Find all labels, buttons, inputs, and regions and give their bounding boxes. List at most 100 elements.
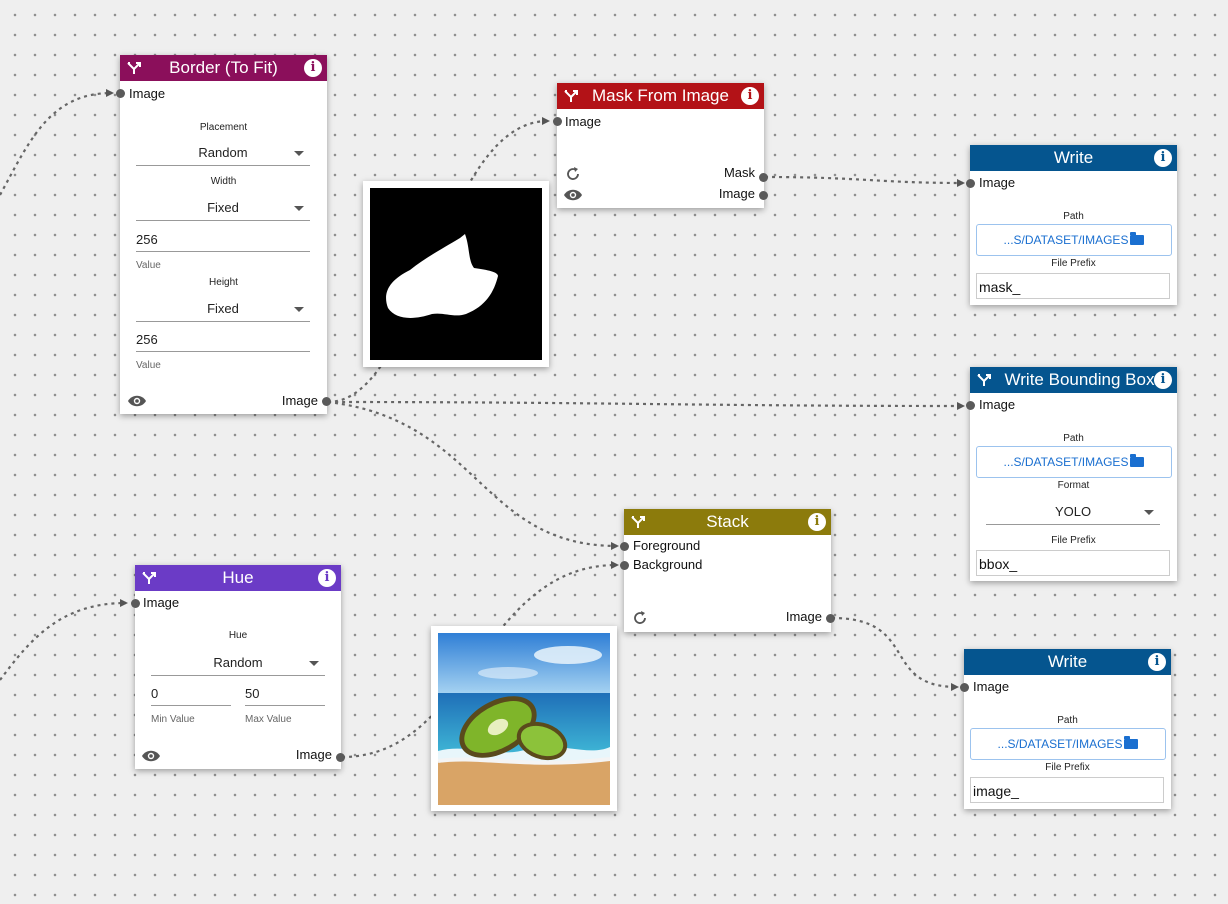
hue-mode-value: Random	[213, 655, 263, 670]
output-port-image[interactable]	[759, 191, 768, 200]
node-header[interactable]: Stack i	[624, 509, 831, 535]
input-port[interactable]	[116, 89, 125, 98]
file-prefix-input[interactable]: mask_	[976, 273, 1170, 299]
node-header[interactable]: Write Bounding Box i	[970, 367, 1177, 393]
input-port[interactable]	[966, 401, 975, 410]
input-port[interactable]	[960, 683, 969, 692]
info-icon[interactable]: i	[304, 59, 322, 77]
node-title: Write Bounding Box	[1004, 370, 1155, 389]
file-prefix-input[interactable]: image_	[970, 777, 1164, 803]
format-value: YOLO	[1054, 504, 1092, 519]
chevron-down-icon	[309, 661, 319, 666]
input-port[interactable]	[966, 179, 975, 188]
input-port[interactable]	[553, 117, 562, 126]
info-icon[interactable]: i	[1154, 149, 1172, 167]
min-value-label: Min Value	[151, 714, 195, 725]
info-icon[interactable]: i	[808, 513, 826, 531]
output-port[interactable]	[322, 397, 331, 406]
wire-stack-to-write	[831, 616, 959, 691]
output-port-mask[interactable]	[759, 173, 768, 182]
folder-icon	[1130, 232, 1145, 245]
path-picker[interactable]: ...S/DATASET/IMAGES	[976, 446, 1172, 478]
path-picker[interactable]: ...S/DATASET/IMAGES	[976, 224, 1172, 256]
input-port-label: Image	[979, 175, 1016, 190]
input-port-background[interactable]	[620, 561, 629, 570]
node-border-to-fit[interactable]: Border (To Fit) i Image Placement Random…	[116, 55, 331, 414]
chevron-down-icon	[1144, 510, 1154, 515]
info-icon[interactable]: i	[1154, 371, 1172, 389]
path-value: ...S/DATASET/IMAGES	[997, 737, 1123, 751]
path-value: ...S/DATASET/IMAGES	[1003, 455, 1129, 469]
path-label: Path	[1063, 211, 1084, 222]
chevron-down-icon	[294, 151, 304, 156]
height-mode-value: Fixed	[207, 301, 239, 316]
file-prefix-input[interactable]: bbox_	[976, 550, 1170, 576]
input-port-label: Image	[979, 397, 1016, 412]
width-mode-select[interactable]: Fixed	[136, 196, 310, 221]
output-port[interactable]	[336, 753, 345, 762]
folder-icon	[1130, 454, 1145, 467]
folder-icon	[1124, 736, 1139, 749]
node-write-image[interactable]: Write i Image Path ...S/DATASET/IMAGES F…	[960, 649, 1171, 809]
width-value-label: Value	[136, 260, 161, 271]
info-icon[interactable]: i	[741, 87, 759, 105]
wire-border-to-stack	[327, 400, 619, 550]
format-label: Format	[1057, 480, 1090, 491]
width-mode-value: Fixed	[207, 200, 239, 215]
file-prefix-label: File Prefix	[1045, 762, 1090, 773]
output-port[interactable]	[826, 614, 835, 623]
node-header[interactable]: Border (To Fit) i	[120, 55, 327, 81]
refresh-icon[interactable]	[565, 166, 581, 182]
node-mask-from-image[interactable]: Mask From Image i Image Mask Image	[553, 83, 768, 208]
height-mode-select[interactable]: Fixed	[136, 297, 310, 322]
stack-preview-image	[431, 626, 617, 811]
path-label: Path	[1063, 433, 1084, 444]
input-background-label: Background	[633, 557, 703, 572]
input-port-foreground[interactable]	[620, 542, 629, 551]
chevron-down-icon	[294, 307, 304, 312]
file-prefix-label: File Prefix	[1051, 535, 1096, 546]
height-value-input[interactable]: 256	[136, 329, 310, 352]
input-port-label: Image	[565, 114, 602, 129]
eye-icon[interactable]	[127, 394, 147, 408]
input-port-label: Image	[973, 679, 1010, 694]
max-value-input[interactable]: 50	[245, 683, 325, 706]
info-icon[interactable]: i	[318, 569, 336, 587]
width-value-input[interactable]: 256	[136, 229, 310, 252]
hue-label: Hue	[228, 630, 248, 641]
eye-icon[interactable]	[563, 188, 583, 202]
output-image-label: Image	[718, 186, 755, 201]
file-prefix-label: File Prefix	[1051, 258, 1096, 269]
input-port[interactable]	[131, 599, 140, 608]
node-header[interactable]: Hue i	[135, 565, 341, 591]
node-header[interactable]: Write i	[964, 649, 1171, 675]
placement-select[interactable]: Random	[136, 141, 310, 166]
node-stack[interactable]: Stack i Foreground Background Image	[620, 509, 835, 632]
shuffle-icon	[127, 62, 141, 74]
node-header[interactable]: Write i	[970, 145, 1177, 171]
wire-mask-to-write	[764, 175, 965, 187]
eye-icon[interactable]	[141, 749, 161, 763]
format-select[interactable]: YOLO	[986, 500, 1160, 525]
info-icon[interactable]: i	[1148, 653, 1166, 671]
height-label: Height	[209, 277, 238, 288]
input-foreground-label: Foreground	[633, 538, 701, 553]
mask-preview	[370, 188, 542, 360]
path-label: Path	[1057, 715, 1078, 726]
input-port-label: Image	[143, 595, 180, 610]
node-title: Write	[1047, 652, 1088, 671]
node-write-bounding-box[interactable]: Write Bounding Box i Image Path ...S/DAT…	[966, 367, 1177, 581]
placement-label: Placement	[199, 122, 248, 133]
shuffle-icon	[631, 516, 645, 528]
node-hue[interactable]: Hue i Image Hue Random 0 Min Value 50 Ma…	[131, 565, 345, 769]
hue-mode-select[interactable]: Random	[151, 651, 325, 676]
min-value-input[interactable]: 0	[151, 683, 231, 706]
wire-incoming-hue	[0, 599, 128, 681]
output-port-label: Image	[281, 393, 318, 408]
refresh-icon[interactable]	[632, 610, 648, 626]
node-header[interactable]: Mask From Image i	[557, 83, 764, 109]
node-write-mask[interactable]: Write i Image Path ...S/DATASET/IMAGES F…	[966, 145, 1177, 305]
node-title: Mask From Image	[592, 86, 729, 105]
height-value-label: Value	[136, 360, 161, 371]
path-picker[interactable]: ...S/DATASET/IMAGES	[970, 728, 1166, 760]
